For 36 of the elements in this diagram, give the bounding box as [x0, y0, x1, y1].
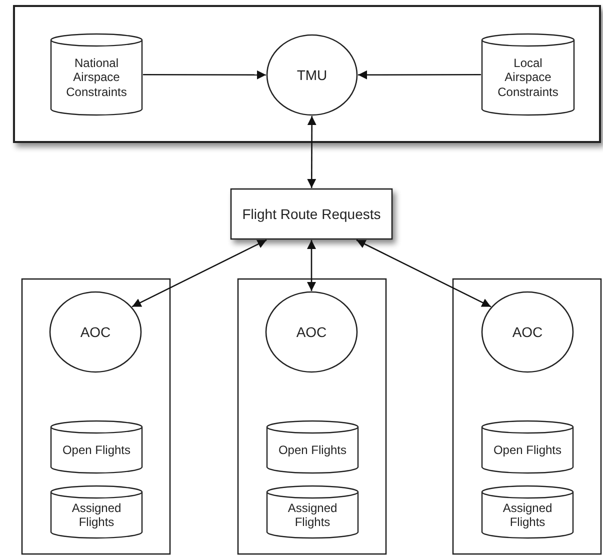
- node-label: AOC: [511, 324, 544, 340]
- database-cylinder: [481, 486, 574, 538]
- node-label: Local Airspace Constraints: [496, 56, 560, 100]
- process-circle: [265, 291, 358, 373]
- panel-box: [13, 5, 601, 143]
- process-circle: [266, 34, 358, 116]
- arrow: [132, 239, 267, 308]
- arrow: [356, 239, 492, 308]
- process-circle: [481, 291, 574, 373]
- database-cylinder: [266, 421, 359, 473]
- node-label: Assigned Flights: [70, 500, 122, 530]
- node-label: AOC: [295, 324, 328, 340]
- arrow: [143, 70, 266, 80]
- node-label: AOC: [79, 324, 112, 340]
- process-box: [230, 188, 393, 240]
- arrow: [307, 116, 316, 188]
- node-label: Open Flights: [492, 443, 563, 458]
- arrow: [358, 70, 481, 80]
- process-circle: [49, 291, 142, 373]
- database-cylinder: [50, 34, 143, 115]
- database-cylinder: [481, 421, 574, 473]
- panel-box: [452, 278, 602, 555]
- node-label: Assigned Flights: [502, 500, 554, 530]
- arrow: [307, 240, 316, 291]
- panel-box: [21, 278, 171, 555]
- node-label: Flight Route Requests: [241, 206, 382, 222]
- node-label: Open Flights: [61, 443, 132, 458]
- database-cylinder: [50, 421, 143, 473]
- database-cylinder: [481, 34, 575, 115]
- node-label: National Airspace Constraints: [65, 56, 128, 100]
- panel-box: [237, 278, 387, 555]
- database-cylinder: [50, 486, 143, 538]
- node-label: Open Flights: [277, 443, 348, 458]
- database-cylinder: [266, 486, 359, 538]
- node-label: TMU: [296, 66, 328, 84]
- node-label: Assigned Flights: [286, 500, 338, 530]
